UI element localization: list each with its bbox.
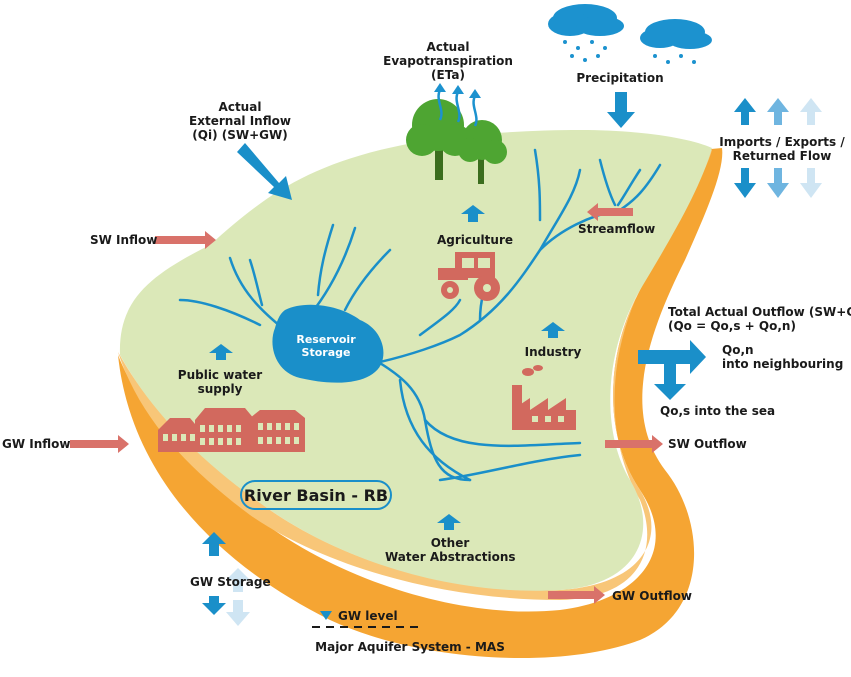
total-outflow-arrow bbox=[638, 340, 706, 400]
building-windows bbox=[163, 423, 299, 445]
factory-smoke bbox=[522, 365, 543, 376]
precipitation-arrow bbox=[607, 92, 635, 128]
eta-line-2: Evapotranspiration bbox=[383, 54, 513, 68]
precipitation-label: Precipitation bbox=[576, 71, 664, 85]
public-supply-label: Public water supply bbox=[165, 368, 275, 396]
public-supply-line-1: Public water bbox=[177, 368, 263, 382]
river-basin-area bbox=[119, 130, 712, 591]
factory-windows bbox=[532, 416, 564, 422]
reservoir-line-1: Reservoir bbox=[296, 333, 356, 346]
external-inflow-line-2: External Inflow bbox=[189, 114, 291, 128]
trees-icon bbox=[406, 99, 507, 184]
eta-line-3: (ETa) bbox=[431, 68, 465, 82]
other-abstractions-label: Other Water Abstractions bbox=[385, 536, 516, 564]
raindrops-icon bbox=[563, 40, 696, 64]
rain-cloud-icon bbox=[548, 4, 712, 49]
imports-line-2: Returned Flow bbox=[732, 149, 832, 163]
sw-outflow-arrow bbox=[605, 435, 663, 453]
aquifer-label: Major Aquifer System - MAS bbox=[315, 640, 505, 654]
evaporation-arrowheads bbox=[434, 83, 481, 98]
gw-storage-arrows bbox=[202, 532, 250, 626]
gw-inflow-label: GW Inflow bbox=[2, 437, 71, 451]
total-outflow-label: Total Actual Outflow (SW+GW) (Qo = Qo,s … bbox=[668, 305, 851, 333]
total-outflow-line-1: Total Actual Outflow (SW+GW) bbox=[668, 305, 851, 319]
reservoir-line-2: Storage bbox=[301, 346, 351, 359]
gw-outflow-arrow bbox=[548, 586, 605, 604]
gw-level-label: GW level bbox=[338, 609, 398, 623]
public-supply-up-arrow bbox=[209, 344, 233, 360]
other-abstractions-up-arrow bbox=[437, 514, 461, 530]
gw-level-triangle bbox=[320, 611, 332, 620]
factory-icon bbox=[512, 385, 576, 430]
eta-line-1: Actual bbox=[426, 40, 470, 54]
other-abstractions-line-2: Water Abstractions bbox=[385, 550, 516, 564]
qos-label: Qo,s into the sea bbox=[660, 404, 776, 418]
evaporation-wisps bbox=[437, 89, 478, 127]
agriculture-up-arrow bbox=[461, 205, 485, 222]
tractor-wheel-centers bbox=[447, 258, 491, 293]
qon-line-2: into neighbouring bbox=[722, 357, 844, 371]
external-inflow-label: Actual External Inflow (Qi) (SW+GW) bbox=[170, 100, 310, 142]
aquifer-layer bbox=[118, 148, 723, 659]
reservoir-label: Reservoir Storage bbox=[278, 333, 374, 359]
agriculture-label: Agriculture bbox=[436, 233, 513, 247]
gw-inflow-arrow bbox=[70, 435, 129, 453]
sw-inflow-label: SW Inflow bbox=[90, 233, 158, 247]
public-supply-line-2: supply bbox=[197, 382, 243, 396]
external-inflow-arrow bbox=[237, 143, 292, 200]
imports-exports-arrows bbox=[734, 98, 822, 198]
industry-up-arrow bbox=[541, 322, 565, 338]
other-abstractions-line-1: Other bbox=[430, 536, 470, 550]
streamflow-arrow bbox=[587, 203, 633, 221]
imports-line-1: Imports / Exports / bbox=[719, 135, 845, 149]
river-network bbox=[178, 148, 662, 482]
external-inflow-line-3: (Qi) (SW+GW) bbox=[192, 128, 288, 142]
streamflow-label: Streamflow bbox=[578, 222, 656, 236]
qon-line-1: Qo,n bbox=[722, 343, 754, 357]
sw-inflow-arrow bbox=[155, 231, 216, 249]
imports-label: Imports / Exports / Returned Flow bbox=[718, 135, 846, 163]
eta-label: Actual Evapotranspiration (ETa) bbox=[378, 40, 518, 82]
gw-storage-label: GW Storage bbox=[190, 575, 271, 589]
river-basin-label: River Basin - RB bbox=[240, 480, 392, 510]
reservoir-shape bbox=[272, 304, 384, 383]
sw-outflow-label: SW Outflow bbox=[668, 437, 747, 451]
industry-label: Industry bbox=[524, 345, 582, 359]
total-outflow-line-2: (Qo = Qo,s + Qo,n) bbox=[668, 319, 796, 333]
qon-label: Qo,n into neighbouring bbox=[722, 343, 843, 371]
external-inflow-line-1: Actual bbox=[218, 100, 262, 114]
gw-outflow-label: GW Outflow bbox=[612, 589, 692, 603]
